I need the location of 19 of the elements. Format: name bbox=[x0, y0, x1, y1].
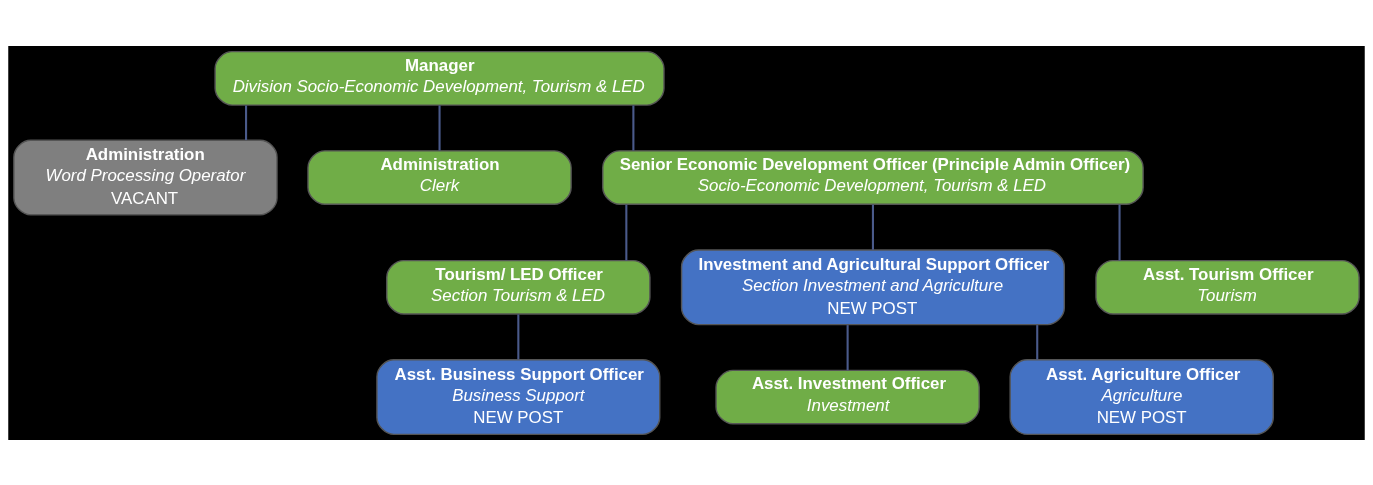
connector bbox=[517, 313, 520, 359]
node-box: Senior Economic Development Officer (Principle Admin Officer) Socio-Economic Development, Tourism & LED bbox=[602, 149, 1144, 205]
node-box: Asst. Business Support Officer Business Support NEW POST bbox=[376, 358, 661, 435]
node-box: Administration Word Processing Operator VACANT bbox=[13, 139, 278, 216]
node-box: Asst. Agriculture Officer Agriculture NEW POST bbox=[1009, 358, 1274, 435]
connector bbox=[871, 204, 874, 250]
node-box: Investment and Agricultural Support Officer Section Investment and Agriculture NEW POST bbox=[680, 248, 1066, 325]
connector bbox=[632, 104, 635, 150]
connector bbox=[1036, 324, 1039, 360]
connector bbox=[245, 104, 248, 140]
node-box: Tourism/ LED Officer Section Tourism & LED bbox=[386, 259, 651, 315]
node-box: Asst. Investment Officer Investment bbox=[715, 369, 980, 425]
node-box: Manager Division Socio-Economic Development, Tourism & LED bbox=[214, 50, 665, 106]
node-box: Administration Clerk bbox=[307, 149, 572, 205]
connector bbox=[1118, 204, 1121, 260]
connector bbox=[438, 104, 441, 150]
connector bbox=[846, 324, 849, 370]
node-box: Asst. Tourism Officer Tourism bbox=[1095, 259, 1360, 315]
connector bbox=[625, 204, 628, 260]
